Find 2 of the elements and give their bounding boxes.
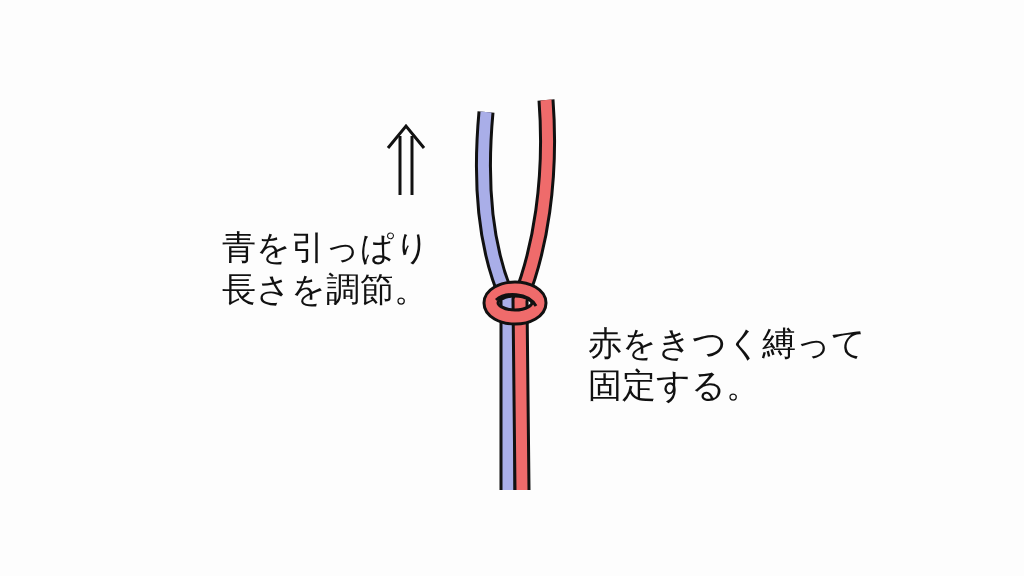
instruction-note: 青を引っぱり長さを調節。 xyxy=(222,226,431,310)
instruction-note: 赤をきつく縛って固定する。 xyxy=(588,322,867,406)
